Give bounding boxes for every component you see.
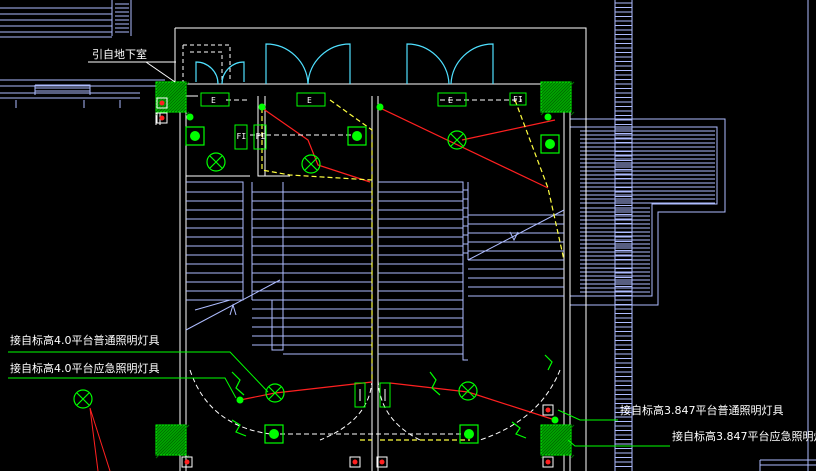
exit-indicator-box [379,382,391,408]
left-normal-note: 接自标高4.0平台普通照明灯具 [10,333,160,347]
svg-text:FI: FI [256,132,266,141]
outlet-icon [542,404,554,416]
emergency-light-icon [459,424,479,444]
right-emergency-note: 接自标高3.847平台应急照明灯 [672,429,816,443]
ceiling-lights [73,130,478,409]
ceiling-light-icon [265,383,285,403]
svg-text:E: E [211,96,216,105]
svg-text:FI: FI [237,132,247,141]
structural-column [155,81,190,116]
emergency-light-icon [540,134,560,154]
white-dashed-wires [226,99,522,435]
fire-indicator-boxes: FI FI FI [234,92,527,408]
left-site-lines [0,79,165,108]
outlet-icon [181,456,193,468]
emergency-light-icon [264,424,284,444]
left-emergency-note: 接自标高4.0平台应急照明灯具 [10,361,160,375]
bottom-right-box [759,459,816,471]
emergency-light-icon [185,126,205,146]
stair-outlines [185,181,565,361]
structural-column [540,81,575,116]
outlet-icon [542,456,554,468]
normal-lighting-wires [239,107,556,421]
svg-text:FI: FI [513,95,523,104]
right-normal-note: 接自标高3.847平台普通照明灯具 [620,403,784,417]
stair-treads [186,189,564,355]
outlet-icon [349,456,361,468]
exit-sign: E [296,92,326,107]
fire-indicator-box: FI [234,124,248,150]
exit-indicator-box [354,382,366,408]
exit-sign: E [200,92,230,107]
switch-symbols [231,354,553,439]
leader-lines [8,351,670,447]
exit-sign: E [437,92,467,107]
junction-dots [186,103,559,424]
ceiling-light-icon [447,130,467,150]
top-left-building-fragment [0,0,132,38]
basement-leader [145,61,176,83]
outlet-icon [156,97,168,109]
emergency-light-icon [347,126,367,146]
emergency-lighting-wires [261,99,565,441]
vestibule-walls [186,96,290,177]
red-leaders [89,407,111,471]
svg-text:E: E [307,96,312,105]
ceiling-light-icon [206,152,226,172]
right-side-strip [570,118,726,306]
ceiling-light-icon [301,154,321,174]
structural-column [540,424,575,459]
outlet-icon [156,112,168,124]
ceiling-light-icon [458,381,478,401]
outer-walls [155,27,587,471]
exit-signs: E E E [200,92,467,107]
structural-column [155,424,190,459]
fire-indicator-box: FI [253,124,267,150]
fire-indicator-box: FI [509,92,527,106]
door-swings [195,43,494,85]
outlet-icon [376,456,388,468]
basement-note: 引自地下室 [92,47,147,61]
ceiling-light-icon [73,389,93,409]
svg-text:E: E [448,96,453,105]
basement-shaft [182,44,231,82]
